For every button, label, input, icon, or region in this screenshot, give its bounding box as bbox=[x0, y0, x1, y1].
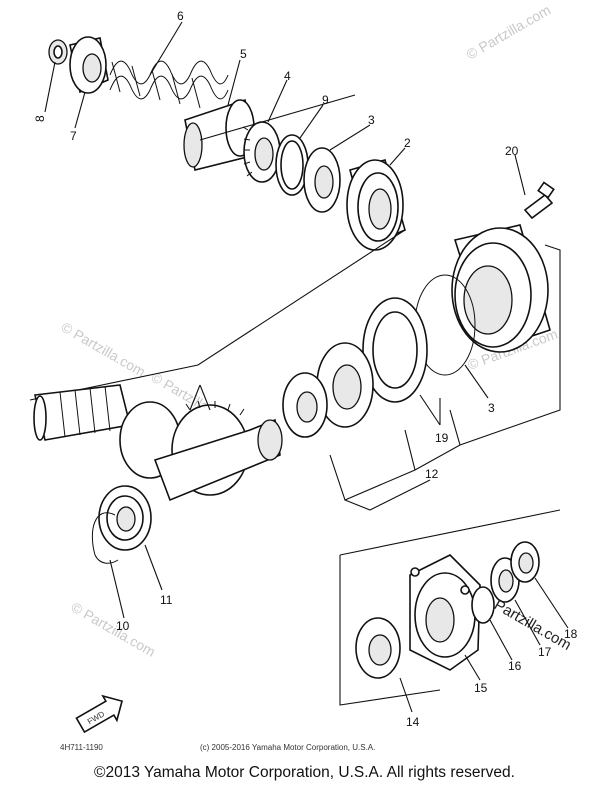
callout-12: 12 bbox=[425, 467, 439, 481]
callout-7: 7 bbox=[70, 129, 77, 143]
callout-6: 6 bbox=[177, 9, 184, 23]
part-bearing-middle bbox=[316, 342, 374, 428]
part-20-bolt bbox=[523, 181, 555, 220]
callout-4: 4 bbox=[284, 69, 291, 83]
part-pinion-shaft bbox=[33, 384, 283, 502]
inner-copyright: (c) 2005-2016 Yamaha Motor Corporation, … bbox=[200, 743, 375, 752]
callout-10: 10 bbox=[116, 619, 130, 633]
callout-11: 11 bbox=[160, 593, 173, 607]
callout-9: 9 bbox=[322, 93, 329, 107]
callout-3-lower: 3 bbox=[488, 401, 495, 415]
part-3-nut-upper bbox=[303, 147, 341, 213]
part-10-circlip bbox=[91, 512, 119, 564]
part-5-cam-shaft bbox=[183, 98, 256, 171]
part-2-bearing-upper bbox=[346, 159, 406, 251]
watermark: © Partzilla.com bbox=[464, 2, 554, 63]
part-4-gear bbox=[242, 121, 281, 183]
callout-19: 19 bbox=[435, 431, 449, 445]
part-19-shim bbox=[362, 297, 428, 403]
part-18-nut bbox=[510, 541, 540, 583]
callout-2: 2 bbox=[404, 136, 411, 150]
callout-5: 5 bbox=[240, 47, 247, 61]
part-15-hub bbox=[409, 554, 481, 671]
part-14-bearing bbox=[355, 617, 401, 679]
part-7-spring-seat bbox=[69, 36, 109, 94]
callout-15: 15 bbox=[474, 681, 488, 695]
part-9-ring bbox=[275, 134, 309, 196]
callout-17: 17 bbox=[538, 645, 552, 659]
watermark: © Partzilla.com bbox=[69, 599, 159, 660]
callout-16: 16 bbox=[508, 659, 522, 673]
part-housing-flange bbox=[451, 224, 551, 353]
part-gear-nut bbox=[282, 372, 328, 438]
fwd-arrow: FWD bbox=[75, 694, 123, 734]
part-8-cap bbox=[48, 39, 68, 65]
part-11-bearing bbox=[98, 485, 152, 551]
callout-8: 8 bbox=[33, 115, 47, 122]
callout-14: 14 bbox=[406, 715, 420, 729]
part-16-washer bbox=[471, 586, 495, 624]
lower-group-frame bbox=[339, 509, 561, 706]
leader-lines bbox=[44, 21, 569, 713]
footer-copyright: ©2013 Yamaha Motor Corporation, U.S.A. A… bbox=[94, 764, 515, 781]
callout-3: 3 bbox=[368, 113, 375, 127]
part-code: 4H711-1190 bbox=[60, 743, 103, 752]
callout-18: 18 bbox=[564, 627, 578, 641]
watermark: © Partzilla.com bbox=[59, 319, 149, 380]
part-6-spring bbox=[109, 60, 229, 109]
callout-20: 20 bbox=[505, 144, 519, 158]
